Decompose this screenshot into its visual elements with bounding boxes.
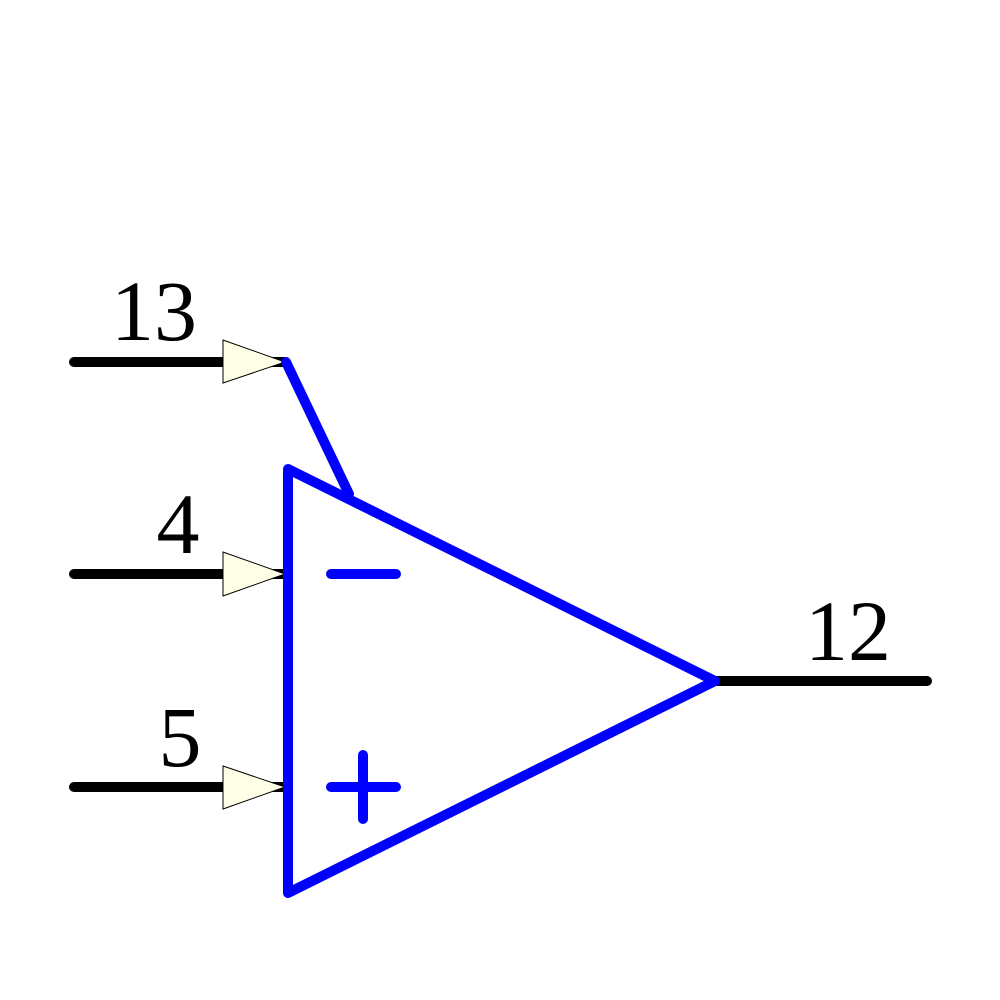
pin-5-arrow-icon (222, 765, 287, 810)
op-amp-triangle (283, 464, 720, 898)
pin-13-arrow-icon (222, 339, 287, 384)
pin-12: 12 (710, 583, 932, 686)
pin-5-label: 5 (159, 689, 202, 785)
pin-13-label: 13 (111, 263, 197, 359)
op-amp-body (281, 357, 720, 898)
supply-lead (281, 357, 354, 499)
pin-4: 4 (69, 476, 289, 597)
pin-13: 13 (69, 263, 289, 384)
pin-12-label: 12 (805, 583, 891, 679)
pin-4-arrow-icon (222, 551, 287, 597)
pin-4-label: 4 (157, 476, 200, 572)
pin-5: 5 (69, 689, 289, 810)
